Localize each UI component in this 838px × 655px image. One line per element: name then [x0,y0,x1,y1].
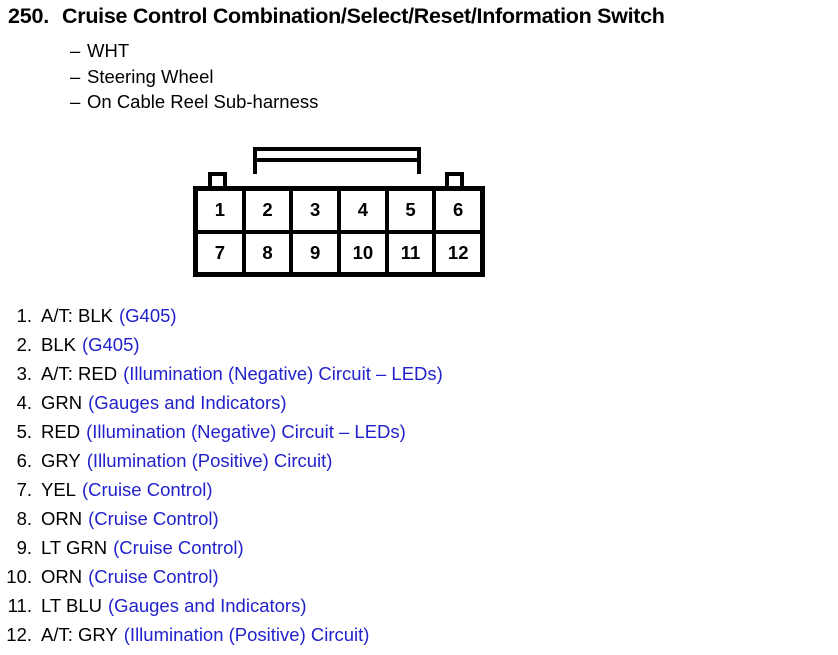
connector-tab-left [208,172,227,189]
pin-wire-color: GRY [41,450,81,471]
connector-tab-right [445,172,464,189]
pin-number: 11. [7,595,32,616]
subnote-text: On Cable Reel Sub-harness [87,91,319,112]
pin-circuit-description: (Cruise Control) [88,566,219,587]
pin-wire-color: GRN [41,392,83,413]
pin-wire-color: ORN [41,566,83,587]
pin-number: 1. [16,305,32,326]
connector-row-bottom: 7 8 9 10 11 12 [198,233,480,272]
dash-icon: – [70,40,81,61]
pin-circuit-description: (Cruise Control) [88,508,219,529]
pin-circuit-description: (Gauges and Indicators) [108,595,307,616]
pin-number: 3. [16,363,32,384]
connector-pin-cell: 12 [447,241,469,263]
pin-wire-color: YEL [41,479,76,500]
connector-pin-cell: 11 [389,233,437,272]
connector-pin-cell: 7 [198,233,246,272]
pin-number: 12. [6,624,32,645]
pin-list-item: 11. LT BLU (Gauges and Indicators) [0,595,838,624]
pin-wire-color: BLK [41,334,76,355]
pin-list-item: 3. A/T: RED (Illumination (Negative) Cir… [0,363,838,392]
pin-wire-color: RED [41,421,81,442]
pin-list-item: 7. YEL (Cruise Control) [0,479,838,508]
pin-circuit-description: (Illumination (Positive) Circuit) [86,450,333,471]
pin-number: 4. [16,392,32,413]
pin-list-item: 10. ORN (Cruise Control) [0,566,838,595]
subnote-item: – Steering Wheel [70,64,318,90]
connector-pin-cell: 3 [293,191,342,230]
page-header: 250. Cruise Control Combination/Select/R… [8,4,665,29]
connector-pin-cell: 1 [198,191,246,230]
pin-number: 7. [16,479,32,500]
pin-circuit-description: (Illumination (Negative) Circuit – LEDs) [86,421,406,442]
pin-circuit-description: (Cruise Control) [113,537,244,558]
subnote-text: WHT [87,40,130,61]
connector-pin-cell: 8 [246,233,294,272]
pin-list-item: 4. GRN (Gauges and Indicators) [0,392,838,421]
pin-number: 8. [16,508,32,529]
connector-pin-cell: 10 [341,233,389,272]
pin-list-item: 9. LT GRN (Cruise Control) [0,537,838,566]
pin-circuit-description: (Gauges and Indicators) [88,392,287,413]
pin-circuit-description: (Cruise Control) [81,479,213,500]
connector-pin-cell: 5 [389,191,437,230]
pin-assignment-list: 1. A/T: BLK (G405) 2. BLK (G405) 3. A/T:… [0,305,838,653]
dash-icon: – [70,91,81,112]
pin-wire-color: ORN [41,508,83,529]
pin-list-item: 1. A/T: BLK (G405) [0,305,838,334]
pin-circuit-description: (G405) [118,305,177,326]
connector-body: 1 2 3 4 5 6 7 8 9 10 11 12 [193,186,485,277]
connector-row-top: 1 2 3 4 5 6 [198,191,480,234]
pin-wire-color: A/T: RED [41,363,118,384]
pin-number: 5. [16,421,32,442]
connector-pin-cell: 9 [293,233,342,272]
subnote-item: – WHT [70,38,318,64]
connector-subnotes: – WHT – Steering Wheel – On Cable Reel S… [70,38,318,115]
connector-pin-cell: 2 [246,191,294,230]
pin-wire-color: LT GRN [41,537,108,558]
pin-wire-color: A/T: GRY [41,624,118,645]
pin-number: 2. [16,334,32,355]
connector-diagram: 1 2 3 4 5 6 7 8 9 10 11 12 [193,147,485,277]
connector-pin-cell: 4 [341,191,389,230]
pin-list-item: 5. RED (Illumination (Negative) Circuit … [0,421,838,450]
header-item-number: 250. [8,4,50,28]
pin-list-item: 12. A/T: GRY (Illumination (Positive) Ci… [0,624,838,653]
pin-circuit-description: (Illumination (Positive) Circuit) [123,624,370,645]
page-title: Cruise Control Combination/Select/Reset/… [62,4,665,28]
subnote-text: Steering Wheel [87,65,214,87]
connector-latch-divider [253,158,421,162]
pin-list-item: 6. GRY (Illumination (Positive) Circuit) [0,450,838,479]
pin-circuit-description: (Illumination (Negative) Circuit – LEDs) [123,363,443,384]
connector-pin-cell: 6 [453,199,464,221]
pin-wire-color: A/T: BLK [41,305,113,326]
pin-number: 6. [16,450,32,471]
pin-list-item: 8. ORN (Cruise Control) [0,508,838,537]
pin-number: 9. [16,537,32,558]
pin-list-item: 2. BLK (G405) [0,334,838,363]
pin-wire-color: LT BLU [41,595,103,616]
pin-number: 10. [6,566,32,587]
pin-circuit-description: (G405) [81,334,140,355]
subnote-item: – On Cable Reel Sub-harness [70,89,318,115]
dash-icon: – [70,65,81,87]
